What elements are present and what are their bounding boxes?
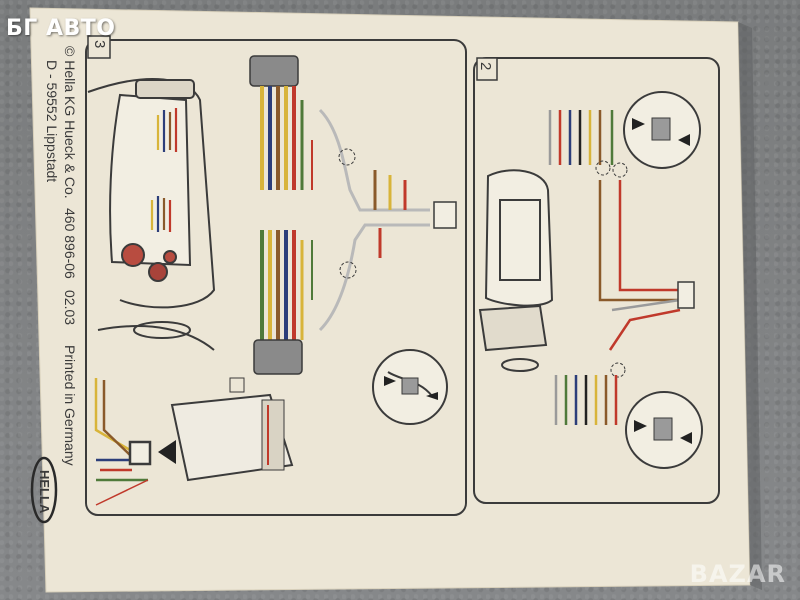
- hella-logo-oval: [30, 456, 58, 524]
- panel-2-badge: [476, 57, 498, 81]
- panel-3-badge: [87, 35, 111, 59]
- manufacturer-line2: D - 59552 Lippstadt: [44, 60, 60, 183]
- panel-2-wires-top: [548, 110, 614, 165]
- wire-connector-icon: [433, 201, 457, 229]
- seller-watermark: БГ АВТО: [6, 16, 116, 41]
- printed-in: Printed in Germany: [62, 345, 78, 466]
- panel-3-number: 3: [91, 40, 108, 49]
- sheet-date: 02.03: [62, 290, 78, 326]
- panel-2-frame: [473, 57, 720, 504]
- part-number: 460 896-06: [62, 208, 78, 279]
- panel-2-hand-clip-top: [623, 91, 701, 169]
- bazar-logo: BAZAR: [689, 560, 786, 588]
- manufacturer-line1: © Hella KG Hueck & Co.: [62, 46, 78, 199]
- hella-logo-text: HELLA: [37, 470, 52, 514]
- connector-top: [249, 55, 313, 190]
- panel-3-frame: [85, 39, 467, 516]
- car-wires: [150, 108, 178, 232]
- panel-2-plug-lines: [598, 180, 681, 351]
- panel-2-hand-clip-bottom: [625, 391, 703, 469]
- connector-bottom: [253, 230, 313, 375]
- control-module-icon: [158, 377, 294, 482]
- harness-lines: [318, 108, 430, 332]
- panel-2-connector: [677, 281, 695, 309]
- panel-2-wires-bottom: [554, 375, 618, 425]
- module-wires: [94, 378, 152, 506]
- panel-2-door-illustration: [478, 169, 554, 372]
- hand-clip-icon: [372, 349, 448, 425]
- panel-2-number: 2: [477, 62, 494, 71]
